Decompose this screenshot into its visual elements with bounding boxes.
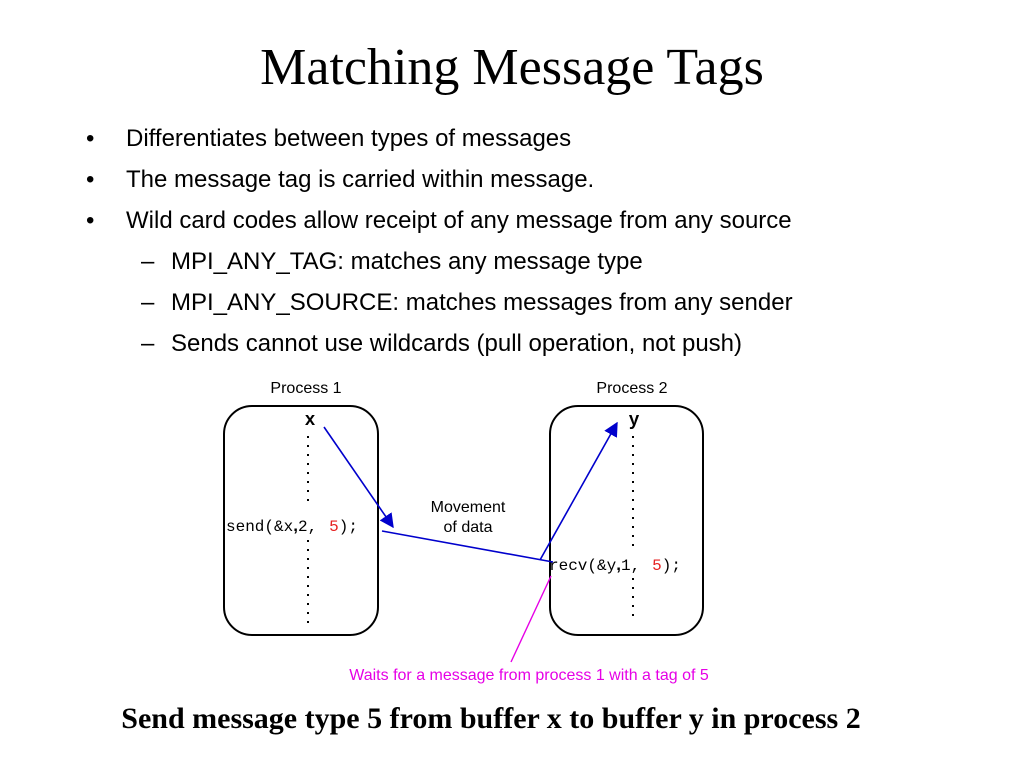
waits-pointer-line [510, 575, 552, 663]
closing-statement: Send message type 5 from buffer x to buf… [121, 702, 861, 735]
send-call: send(&x,2, 5); [226, 516, 358, 536]
bullet-item: • Differentiates between types of messag… [86, 118, 986, 159]
send-call-value: 5 [329, 518, 339, 536]
bullet-list: • Differentiates between types of messag… [86, 118, 986, 364]
sub-bullet-mark: – [141, 248, 155, 275]
sub-bullet-item: – Sends cannot use wildcards (pull opera… [86, 323, 986, 364]
arrow-data-transfer [381, 530, 554, 563]
process1-box [223, 405, 379, 636]
process1-variable: x [305, 411, 316, 431]
recv-call-value: 5 [652, 557, 662, 575]
sub-bullet-text: MPI_ANY_SOURCE: matches messages from an… [171, 289, 793, 316]
waits-note: Waits for a message from process 1 with … [349, 667, 709, 684]
send-call-tag: 2 [298, 518, 308, 536]
sub-bullet-mark: – [141, 330, 155, 357]
recv-call-tag: 1 [621, 557, 631, 575]
sub-bullet-text: Sends cannot use wildcards (pull operati… [171, 330, 743, 357]
process1-label: Process 1 [270, 380, 341, 397]
recv-call-comma: , [616, 555, 621, 574]
bullet-mark: • [86, 166, 95, 193]
arrow-x-to-send [323, 426, 394, 529]
movement-label-line1: Movement [431, 499, 506, 516]
process2-variable: y [629, 411, 640, 431]
sub-bullet-item: – MPI_ANY_TAG: matches any message type [86, 241, 986, 282]
sub-bullet-text: MPI_ANY_TAG: matches any message type [171, 248, 643, 275]
recv-call-end: ); [662, 557, 681, 575]
bullet-mark: • [86, 125, 95, 152]
bullet-item: • Wild card codes allow receipt of any m… [86, 200, 986, 241]
sub-bullet-mark: – [141, 289, 155, 316]
bullet-mark: • [86, 207, 95, 234]
process2-label: Process 2 [596, 380, 667, 397]
send-call-comma: , [293, 516, 298, 535]
send-call-end: ); [339, 518, 358, 536]
movement-label-line2: of data [444, 519, 493, 536]
sub-bullet-item: – MPI_ANY_SOURCE: matches messages from … [86, 282, 986, 323]
bullet-text: The message tag is carried within messag… [126, 166, 595, 193]
recv-call-comma-2: , [631, 557, 641, 575]
recv-call-name: recv(&y [549, 557, 617, 575]
bullet-text: Wild card codes allow receipt of any mes… [126, 207, 792, 234]
arrow-recv-to-y [539, 421, 618, 561]
send-call-name: send(&x [226, 518, 293, 536]
process2-box [549, 405, 704, 636]
bullet-item: • The message tag is carried within mess… [86, 159, 986, 200]
bullet-text: Differentiates between types of messages [126, 125, 572, 152]
send-call-comma-2: , [308, 518, 318, 536]
slide-title: Matching Message Tags [260, 39, 764, 96]
recv-call: recv(&y,1, 5); [549, 555, 681, 575]
